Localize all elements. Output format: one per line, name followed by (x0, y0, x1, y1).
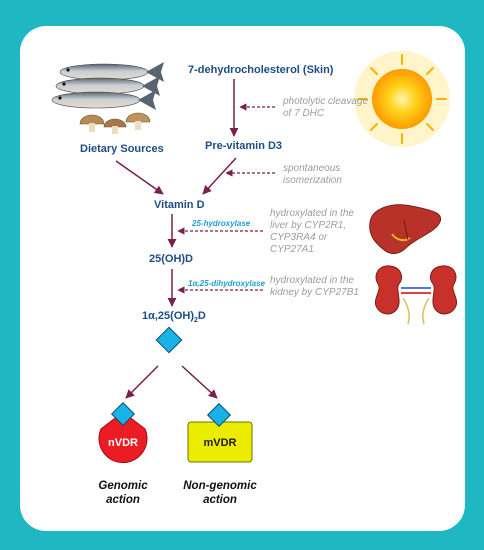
node-calcitriol: 1α,25(OH)2D (142, 310, 206, 324)
node-7-dehydrocholesterol: 7-dehydrocholesterol (Skin) (188, 64, 334, 76)
nvdr-label: nVDR (108, 437, 138, 449)
nongenomic-action-label: Non-genomic action (175, 479, 265, 507)
genomic-action-label: Genomic action (88, 479, 158, 507)
arrow-previtd3-to-vitd (202, 157, 237, 195)
calcitriol-main: 1α,25(OH) (142, 310, 194, 322)
liver-icon (369, 204, 442, 254)
kidney-icon (374, 265, 458, 325)
arrow-to-genomic (125, 365, 159, 399)
arrow-dietary-to-vitd (115, 160, 164, 195)
node-dietary-sources: Dietary Sources (80, 143, 164, 155)
node-pre-vitamin-d3: Pre-vitamin D3 (205, 140, 283, 152)
genomic-line-1: Genomic (98, 480, 148, 492)
arrow-to-nongenomic (181, 365, 218, 399)
annotation-liver: hydroxylated in the liver by CYP2R1, CYP… (270, 208, 354, 255)
node-vitamin-d: Vitamin D (154, 199, 205, 211)
sun-icon (354, 51, 450, 147)
annotation-photolytic: photolytic cleavage of 7 DHC (283, 96, 369, 119)
calcitriol-subscript: 2 (194, 317, 198, 325)
annotation-kidney: hydroxylated in the kidney by CYP27B1 (270, 275, 359, 298)
node-25ohd: 25(OH)D (149, 253, 194, 265)
fish-icon (51, 62, 164, 110)
mvdr-label: mVDR (203, 437, 237, 449)
ligand-diamond (155, 326, 183, 354)
nvdr-receptor (98, 401, 148, 464)
annotation-spontaneous: spontaneous isomerization (283, 163, 342, 186)
mvdr-receptor (187, 402, 253, 463)
mushroom-icon (79, 112, 151, 134)
diagram-panel: 7-dehydrocholesterol (Skin) Pre-vitamin … (20, 26, 465, 531)
diagram-canvas (51, 51, 458, 464)
nongenomic-line-2: action (203, 494, 237, 506)
nongenomic-line-1: Non-genomic (183, 480, 257, 492)
genomic-line-2: action (106, 494, 140, 506)
calcitriol-end: D (197, 310, 206, 322)
enzyme-25-hydroxylase: 25-hydroxylase (192, 219, 251, 228)
enzyme-1a25-dihydroxylase: 1α,25-dihydroxylase (188, 279, 265, 288)
